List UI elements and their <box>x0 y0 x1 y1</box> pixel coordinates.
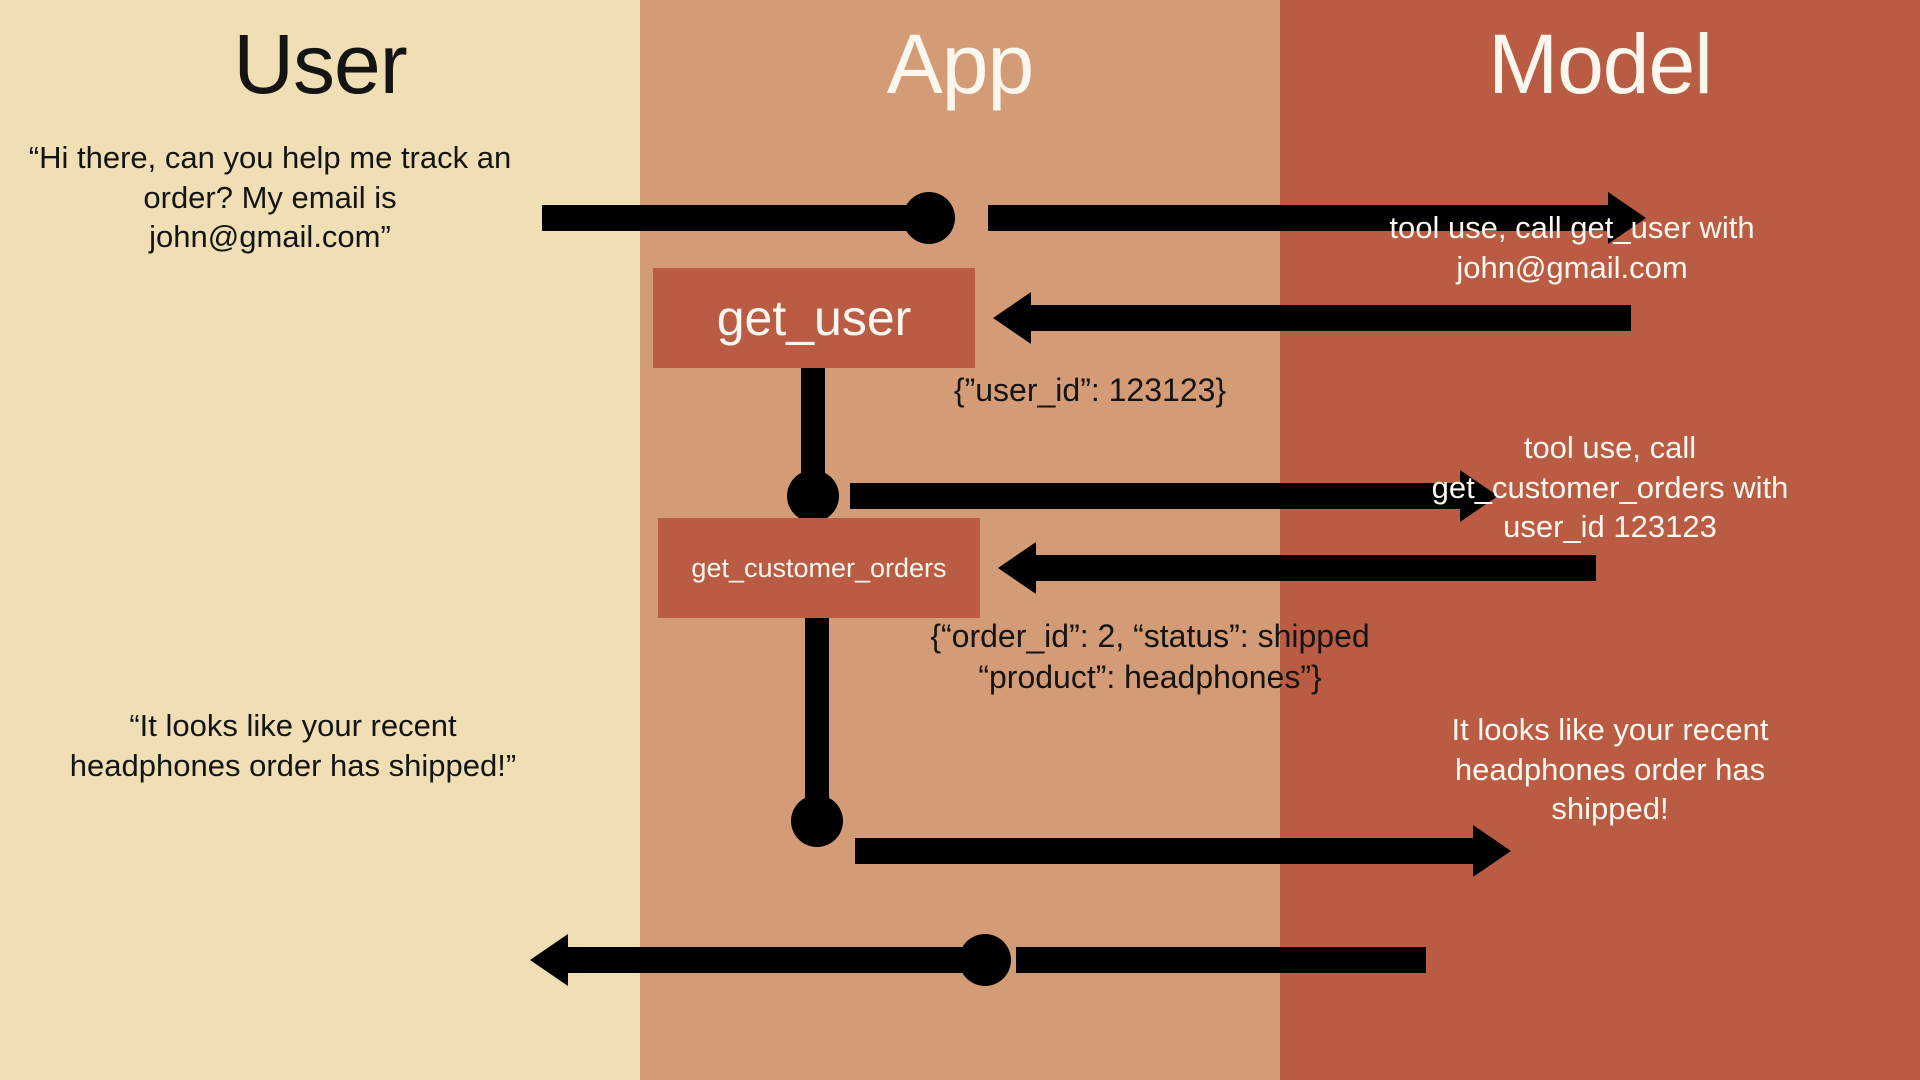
connector-app-to-model-1 <box>988 205 1608 231</box>
message-tool-result-2-line-2: “product”: headphones”} <box>978 658 1322 695</box>
lifeline-node-app-4 <box>959 934 1011 986</box>
connector-box-get-user-down <box>801 368 825 488</box>
message-tool-result-2-line-1: {“order_id”: 2, “status”: shipped <box>930 618 1370 654</box>
message-model-tool-call-2: tool use, call get_customer_orders with … <box>1431 430 1789 545</box>
connector-user-to-app <box>542 205 932 231</box>
message-user-reply: “It looks like your recent headphones or… <box>69 708 517 783</box>
message-model-tool-call-1: tool use, call get_user with john@gmail.… <box>1389 210 1755 285</box>
connector-model-to-app-2 <box>1036 555 1596 581</box>
arrowhead-left-icon-2 <box>998 542 1036 594</box>
message-tool-result-1: {”user_id”: 123123} <box>953 372 1227 408</box>
connector-app-to-user <box>568 947 963 973</box>
connector-model-to-app-3 <box>1016 947 1426 973</box>
arrowhead-right-icon-2 <box>1460 470 1498 522</box>
message-user-request: “Hi there, can you help me track an orde… <box>28 140 512 255</box>
connector-model-to-app-1 <box>1031 305 1631 331</box>
tool-box-get-customer-orders[interactable]: get_customer_orders <box>658 518 980 618</box>
connector-app-to-model-2 <box>850 483 1460 509</box>
lane-user <box>0 0 640 1080</box>
lane-title-app: App <box>886 17 1034 111</box>
lane-title-user: User <box>233 17 407 111</box>
arrowhead-right-icon-1 <box>1608 192 1646 244</box>
connector-app-to-model-3 <box>855 838 1473 864</box>
lane-model <box>1280 0 1920 1080</box>
tool-box-get-user-label: get_user <box>716 290 912 346</box>
connector-box-get-customer-orders-down-2 <box>805 700 829 810</box>
lifeline-node-app-1 <box>903 192 955 244</box>
tool-box-get-customer-orders-label: get_customer_orders <box>691 552 947 583</box>
arrowhead-left-icon-3 <box>530 934 568 986</box>
connector-box-get-customer-orders-down <box>805 618 829 713</box>
tool-box-get-user[interactable]: get_user <box>653 268 975 368</box>
lane-title-model: Model <box>1488 17 1713 111</box>
message-model-reply: It looks like your recent headphones ord… <box>1451 712 1769 827</box>
lifeline-node-app-2 <box>787 470 839 522</box>
arrowhead-right-icon-3 <box>1473 825 1511 877</box>
arrowhead-left-icon-1 <box>993 292 1031 344</box>
message-tool-result-2: {“order_id”: 2, “status”: shipped “produ… <box>840 616 1460 698</box>
